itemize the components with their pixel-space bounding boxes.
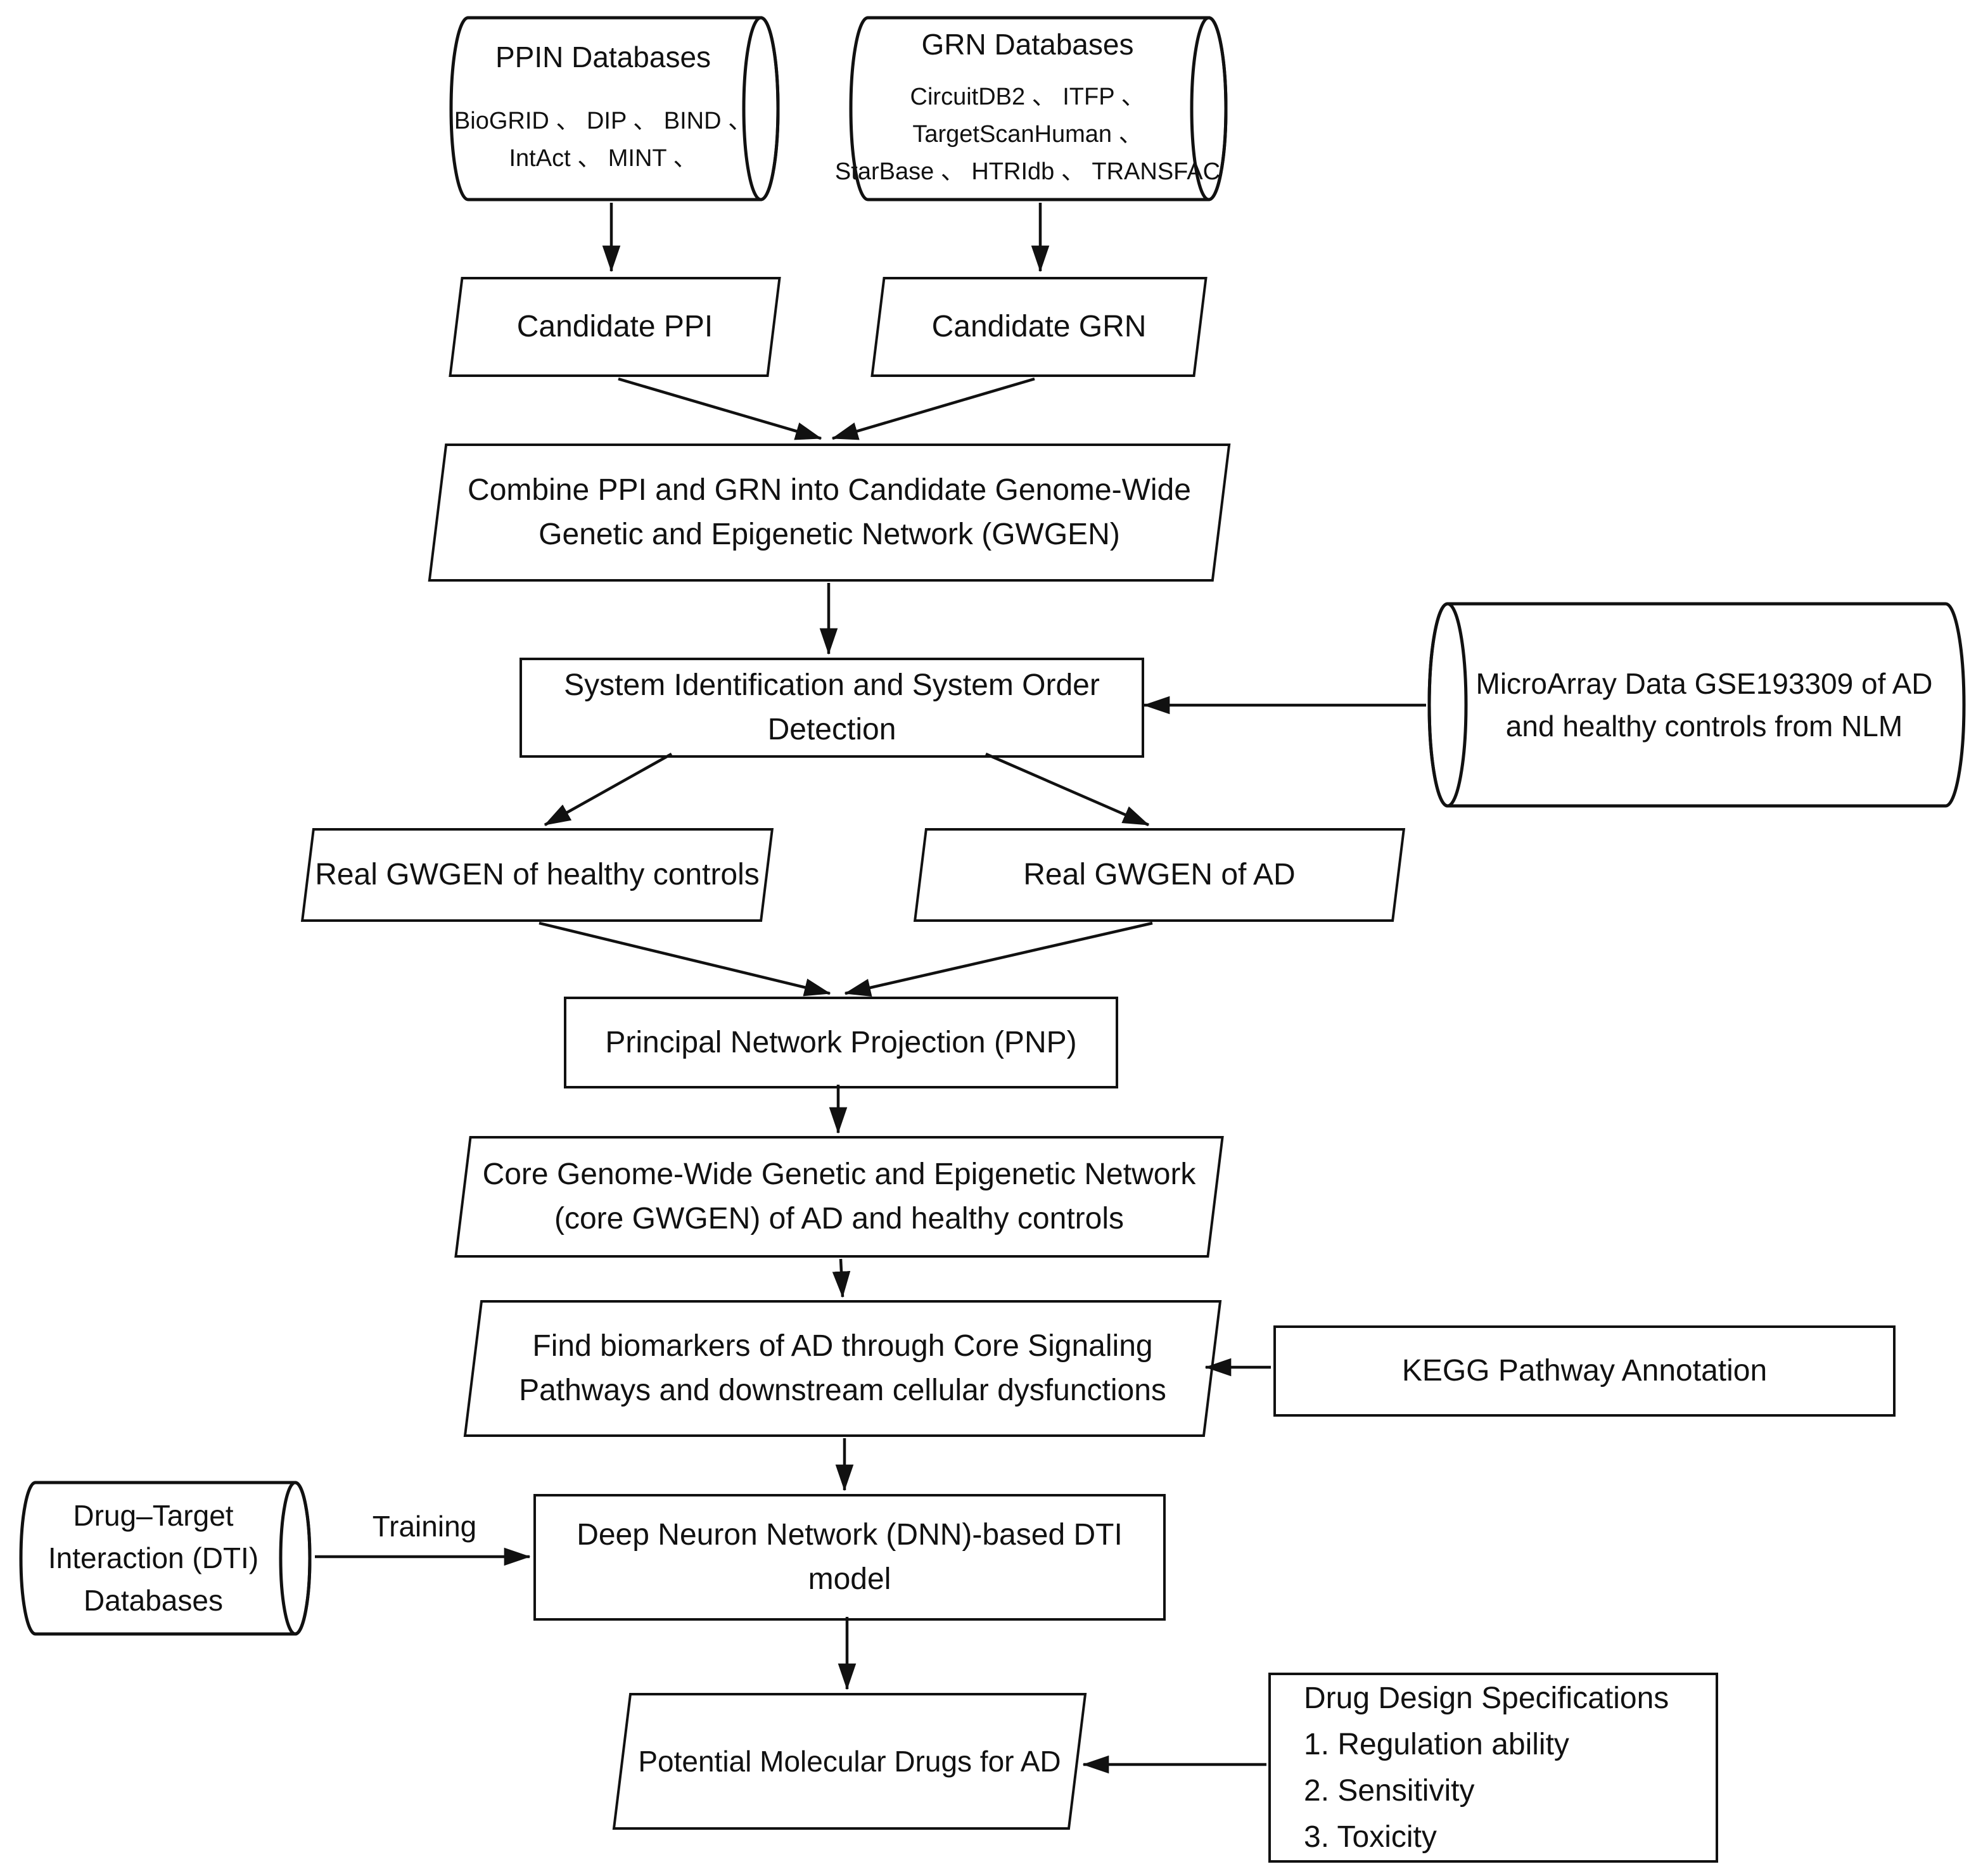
find-biomarkers-label: Find biomarkers of AD through Core Signa…: [519, 1329, 1166, 1407]
grn-db-list-line1: CircuitDB2 、 ITFP 、: [910, 83, 1145, 110]
dnn-dti-model-box: Deep Neuron Network (DNN)-based DTI mode…: [533, 1494, 1166, 1621]
training-edge-label: Training: [372, 1510, 477, 1543]
microarray-data-cylinder: MicroArray Data GSE193309 of AD and heal…: [1427, 602, 1966, 808]
grn-databases-title: GRN Databases: [921, 27, 1134, 61]
candidate-ppi-parallelogram: Candidate PPI: [449, 277, 781, 377]
real-gwgen-healthy-label: Real GWGEN of healthy controls: [315, 858, 760, 892]
grn-databases-cylinder: GRN Databases CircuitDB2 、 ITFP 、 Target…: [835, 16, 1228, 201]
core-gwgen-parallelogram: Core Genome-Wide Genetic and Epigenetic …: [454, 1136, 1224, 1258]
drug-design-specs-box: Drug Design Specifications 1. Regulation…: [1268, 1673, 1718, 1863]
potential-drugs-label: Potential Molecular Drugs for AD: [638, 1744, 1061, 1778]
arrow-core-gwgen-to-find-biomarkers: [832, 1258, 851, 1298]
combine-gwgen-label: Combine PPI and GRN into Candidate Genom…: [468, 473, 1191, 551]
ppin-databases-title: PPIN Databases: [495, 41, 711, 74]
ppin-databases-cylinder: PPIN Databases BioGRID 、 DIP 、 BIND 、 In…: [449, 16, 780, 201]
dti-databases-cylinder: Drug–Target Interaction (DTI) Databases: [19, 1481, 312, 1636]
cylinder-shape: [19, 1481, 312, 1636]
ppin-db-list-line2: IntAct 、 MINT 、: [509, 145, 698, 172]
find-biomarkers-parallelogram: Find biomarkers of AD through Core Signa…: [463, 1300, 1222, 1437]
pnp-box: Principal Network Projection (PNP): [564, 997, 1118, 1088]
candidate-ppi-label: Candidate PPI: [516, 310, 713, 344]
real-gwgen-healthy-parallelogram: Real GWGEN of healthy controls: [300, 828, 774, 922]
dnn-dti-model-label: Deep Neuron Network (DNN)-based DTI mode…: [577, 1518, 1123, 1596]
dti-databases-label: Drug–Target Interaction (DTI) Databases: [48, 1499, 259, 1617]
kegg-annotation-box: KEGG Pathway Annotation: [1273, 1325, 1896, 1417]
arrow-sysid-to-real-ad: [985, 752, 1150, 827]
candidate-grn-parallelogram: Candidate GRN: [870, 277, 1208, 377]
drug-design-spec-item: 2. Sensitivity: [1304, 1774, 1475, 1808]
drug-design-spec-item: 3. Toxicity: [1304, 1820, 1437, 1854]
ppin-databases-list: BioGRID 、 DIP 、 BIND 、 IntAct 、 MINT 、: [454, 103, 752, 177]
arrow-candidate-grn-to-combine: [831, 377, 1035, 440]
system-identification-label: System Identification and System Order D…: [564, 668, 1100, 746]
cylinder-shape: [849, 16, 1228, 201]
potential-drugs-parallelogram: Potential Molecular Drugs for AD: [612, 1693, 1087, 1830]
core-gwgen-label: Core Genome-Wide Genetic and Epigenetic …: [482, 1158, 1196, 1235]
drug-design-specs-content: Drug Design Specifications 1. Regulation…: [1271, 1673, 1716, 1863]
arrow-candidate-ppi-to-combine: [618, 377, 822, 440]
arrow-real-ad-to-pnp: [844, 921, 1153, 997]
combine-gwgen-parallelogram: Combine PPI and GRN into Candidate Genom…: [428, 443, 1231, 582]
drug-design-spec-item: 1. Regulation ability: [1304, 1727, 1569, 1761]
real-gwgen-ad-parallelogram: Real GWGEN of AD: [913, 828, 1406, 922]
ppin-db-list-line1: BioGRID 、 DIP 、 BIND 、: [454, 108, 753, 135]
grn-db-list-line3: StarBase 、 HTRIdb 、 TRANSFAC: [834, 158, 1221, 185]
grn-databases-list: CircuitDB2 、 ITFP 、 TargetScanHuman 、 St…: [835, 79, 1220, 191]
arrow-real-healthy-to-pnp: [539, 921, 831, 997]
pnp-label: Principal Network Projection (PNP): [605, 1025, 1077, 1059]
candidate-grn-label: Candidate GRN: [931, 310, 1147, 344]
cylinder-shape: [1427, 602, 1966, 808]
arrow-sysid-to-real-healthy: [544, 753, 673, 826]
grn-db-list-line2: TargetScanHuman 、: [912, 120, 1143, 148]
drug-design-specs-title: Drug Design Specifications: [1304, 1681, 1669, 1715]
real-gwgen-ad-label: Real GWGEN of AD: [1023, 858, 1296, 892]
microarray-data-label: MicroArray Data GSE193309 of AD and heal…: [1476, 667, 1933, 743]
system-identification-box: System Identification and System Order D…: [519, 658, 1144, 758]
cylinder-shape: [449, 16, 780, 201]
kegg-annotation-label: KEGG Pathway Annotation: [1401, 1354, 1768, 1388]
